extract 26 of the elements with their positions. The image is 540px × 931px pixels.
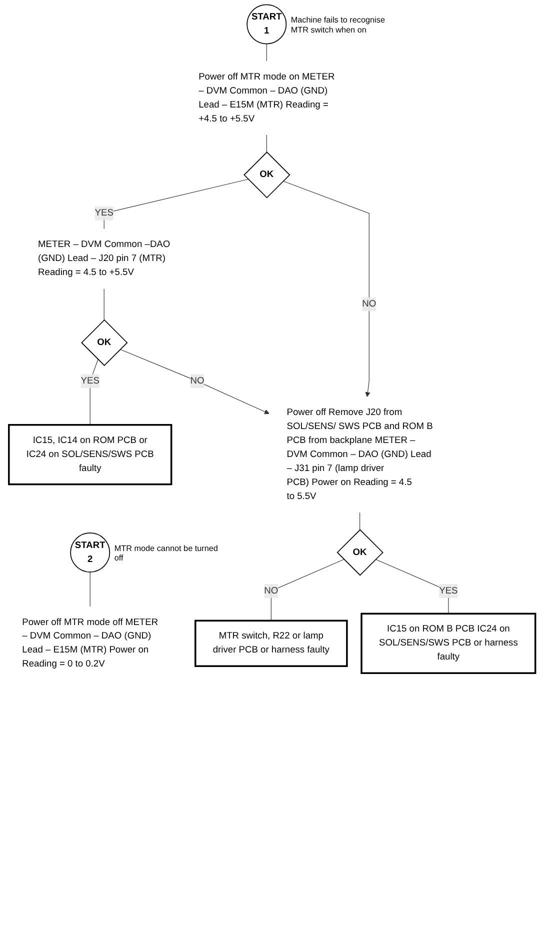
node-diamond (244, 152, 290, 198)
node-diamond (336, 529, 384, 576)
edge-label: YES (80, 376, 100, 386)
node-diamond (81, 319, 128, 366)
node-text: METER – DVM Common –DAO (GND) Lead – J20 pin 7 (MTR) Reading = 4.5 to +5.5V (38, 240, 170, 278)
node-text: Power off Remove J20 from SOL/SENS/ SWS PCB and ROM B PCB from backplane METER – DVM Common – DAO (GND) Lead – J31 pin 7 (lamp driver PCB) Power on Reading = 4.5 to 5.5V (286, 407, 433, 502)
node-box (8, 424, 172, 486)
connector (270, 559, 344, 621)
node-box (194, 620, 348, 667)
edge-label: YES (439, 586, 458, 596)
node-text: Power off MTR mode on METER – DVM Common – DAO (GND) Lead – E15M (MTR) Reading = +4.5 to +5.5V (198, 72, 335, 124)
connector (104, 178, 249, 230)
connector (266, 44, 267, 62)
arrow (282, 180, 370, 398)
edge-label: NO (264, 586, 278, 596)
node-circle (246, 4, 287, 44)
connector (266, 134, 267, 152)
edge-label: NO (362, 299, 376, 309)
node-circle (70, 532, 110, 572)
node-box (360, 612, 536, 674)
arrow (120, 349, 270, 414)
connector (90, 359, 98, 426)
edge-label: YES (94, 208, 114, 218)
connector (375, 559, 449, 614)
edge-label: NO (190, 376, 204, 386)
node-text: Power off MTR mode off METER – DVM Common – DAO (GND) Lead – E15M (MTR) Power on Reading = 0 to 0.2V (22, 617, 158, 670)
